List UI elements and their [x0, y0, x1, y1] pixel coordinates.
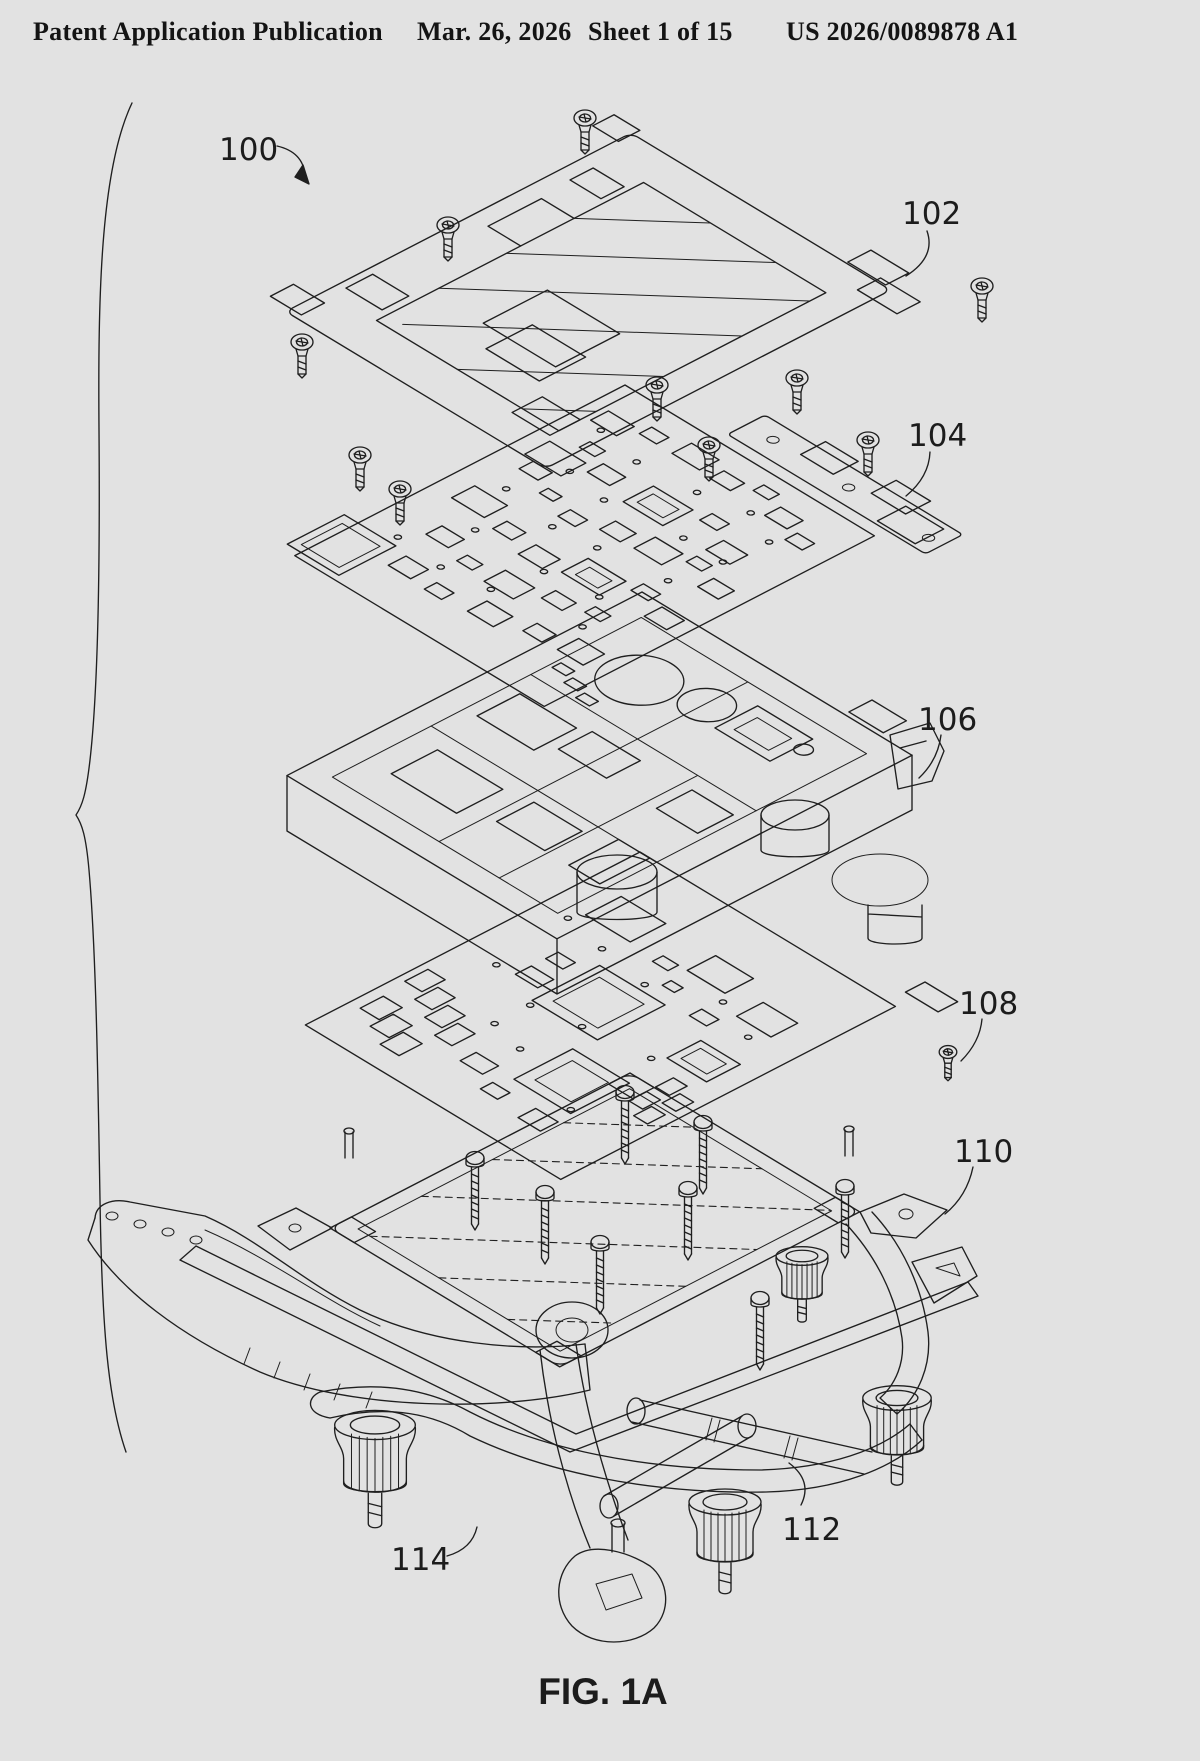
- header-publication-title: Patent Application Publication: [33, 17, 383, 46]
- isolator-tube-112: [600, 1398, 872, 1518]
- left-brace: [76, 103, 132, 1452]
- bottom-plate-left-flange: [258, 1208, 332, 1250]
- leader-106: [919, 735, 941, 778]
- flange-hole-left: [289, 1224, 301, 1232]
- leader-114: [447, 1527, 477, 1556]
- plate-pin: [345, 1130, 853, 1158]
- rubber-mount-center: [688, 1488, 762, 1595]
- lower-pcb-layer: [305, 852, 895, 1179]
- ref-label-108: 108: [959, 986, 1018, 1022]
- rubber-mount-left: [333, 1409, 417, 1529]
- mid-frame-hook: [890, 723, 944, 789]
- top-cover-layer: [262, 106, 940, 484]
- ref-label-104: 104: [908, 418, 967, 454]
- leader-108: [961, 1019, 982, 1061]
- figure-caption: FIG. 1A: [538, 1671, 668, 1712]
- upper-pcb-layer: [281, 377, 874, 707]
- ref-label-114: 114: [391, 1542, 450, 1578]
- capacitor-cans: [577, 800, 928, 944]
- bottom-plate-right-flange: [860, 1194, 947, 1238]
- ref-label-100: 100: [219, 132, 278, 168]
- leader-110: [945, 1167, 973, 1214]
- leader-100-arrowhead: [295, 165, 309, 184]
- mid-frame-layer: [287, 592, 912, 939]
- mid-frame-wall: [287, 755, 912, 994]
- header-sheet-number: Sheet 1 of 15: [588, 17, 733, 46]
- floating-chip-106: [849, 700, 907, 733]
- ref-label-106: 106: [918, 702, 977, 738]
- ref-label-112: 112: [782, 1512, 841, 1548]
- mounting-bracket: [88, 1201, 978, 1642]
- rubber-mount-upper: [775, 1246, 829, 1323]
- standoff-screw-108: [938, 1045, 958, 1082]
- cover-screws: [290, 109, 994, 526]
- header-document-number: US 2026/0089878 A1: [786, 17, 1019, 46]
- floating-chip-108: [905, 982, 957, 1012]
- header-date: Mar. 26, 2026: [417, 17, 572, 46]
- leader-112: [789, 1463, 805, 1505]
- leader-104: [906, 452, 930, 496]
- leader-lines: [277, 146, 982, 1556]
- flange-hole-right: [899, 1209, 913, 1219]
- bottom-plate-layer: [330, 1073, 860, 1367]
- ref-label-110: 110: [954, 1134, 1013, 1170]
- leader-102: [906, 231, 929, 276]
- ref-label-102: 102: [902, 196, 961, 232]
- side-rail-104: [728, 409, 976, 554]
